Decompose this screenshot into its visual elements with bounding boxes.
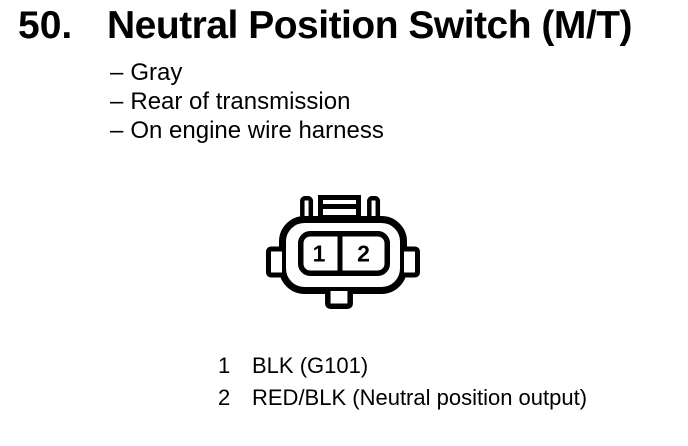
- detail-item-label: Gray: [130, 59, 183, 86]
- connector-diagram: 1 2: [255, 183, 435, 323]
- dash-bullet: –: [110, 88, 124, 115]
- pin-row: 1 BLK (G101): [218, 350, 587, 382]
- detail-list: –Gray –Rear of transmission –On engine w…: [110, 58, 384, 145]
- dash-bullet: –: [110, 59, 124, 86]
- pin-row: 2 RED/BLK (Neutral position output): [218, 382, 587, 414]
- dash-bullet: –: [110, 117, 124, 144]
- connector-drawing-svg: 1 2: [266, 195, 420, 309]
- pin-description: BLK (G101): [252, 353, 369, 378]
- detail-item: –Rear of transmission: [110, 87, 384, 116]
- section-number: 50.: [18, 4, 73, 47]
- detail-item: –Gray: [110, 58, 384, 87]
- pin-description: RED/BLK (Neutral position output): [252, 385, 588, 410]
- detail-item-label: Rear of transmission: [130, 88, 351, 115]
- pin-legend: 1 BLK (G101) 2 RED/BLK (Neutral position o…: [218, 350, 587, 414]
- cavity-1-label: 1: [313, 241, 326, 267]
- connector-right-key: [404, 246, 420, 278]
- cavity-2-label: 2: [357, 241, 370, 267]
- connector-left-key: [266, 246, 282, 278]
- page-title: Neutral Position Switch (M/T): [107, 4, 633, 47]
- connector-bottom-tab: [325, 291, 353, 309]
- connector-top-tabs: [300, 195, 381, 221]
- connector-cavity-block: [298, 231, 390, 276]
- pin-number: 1: [218, 353, 231, 378]
- detail-item: –On engine wire harness: [110, 116, 384, 145]
- detail-item-label: On engine wire harness: [130, 117, 384, 144]
- pin-number: 2: [218, 385, 231, 410]
